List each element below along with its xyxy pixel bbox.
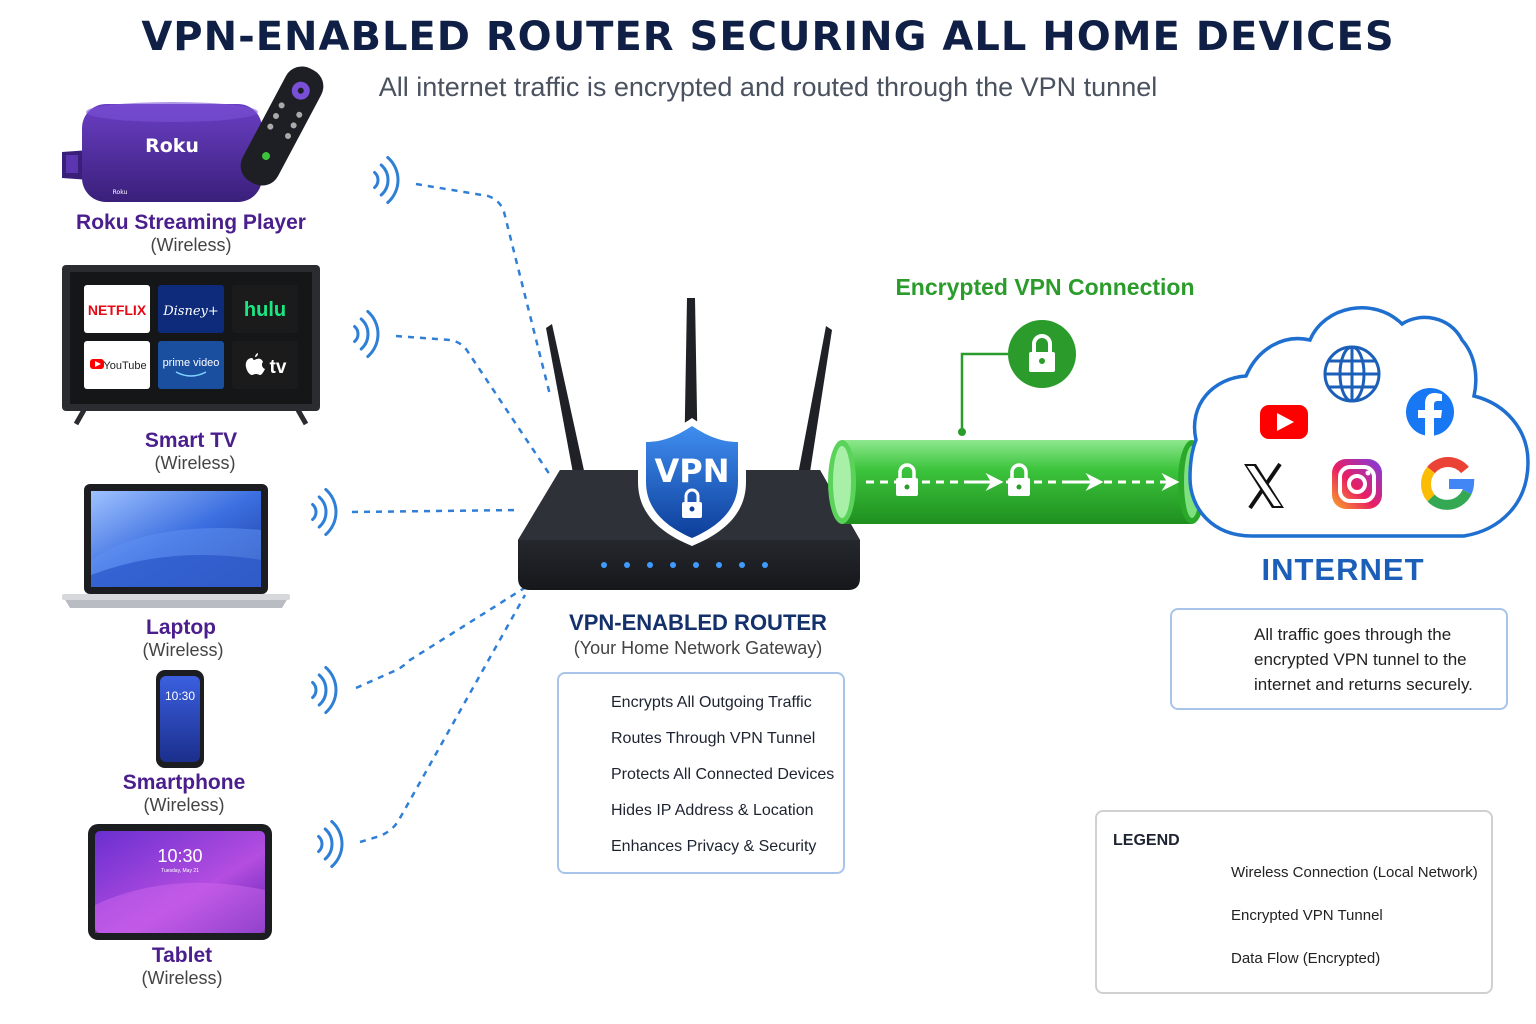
tunnel-lock-icon-1: [896, 463, 918, 496]
wireless-signal-icon: [311, 665, 338, 715]
router-led-icon: [739, 562, 745, 568]
svg-text:Disney+: Disney+: [162, 304, 219, 319]
roku-brand: Roku: [145, 135, 199, 157]
roku-brand-small: Roku: [113, 189, 128, 196]
feature-item: Routes Through VPN Tunnel: [611, 730, 816, 747]
legend-item-wireless: Wireless Connection (Local Network): [1231, 864, 1478, 881]
router-status-leds: [601, 562, 768, 568]
svg-text:NETFLIX: NETFLIX: [88, 302, 147, 318]
wireless-signal-icon: [317, 819, 344, 869]
vpn-shield-icon: VPN: [638, 418, 746, 546]
router-led-icon: [647, 562, 653, 568]
tablet-date: Tuesday, May 21: [161, 868, 199, 874]
apple-icon: [245, 353, 265, 375]
router-led-icon: [716, 562, 722, 568]
device-connection-smartphone: (Wireless): [143, 795, 225, 815]
vpn-shield-label: VPN: [655, 452, 730, 490]
google-icon: [1420, 456, 1475, 510]
youtube-icon: [1260, 405, 1308, 439]
tunnel-lock-icon-2: [1008, 463, 1030, 496]
tablet-clock: 10:30: [157, 846, 202, 866]
roku-remote: [240, 66, 324, 186]
router-features-box: Encrypts All Outgoing Traffic Routes Thr…: [557, 672, 845, 874]
wireless-signals: [311, 155, 400, 869]
link-phone: [355, 573, 546, 690]
phone-clock: 10:30: [165, 689, 195, 703]
legend-title: LEGEND: [1113, 832, 1180, 849]
router-led-icon: [670, 562, 676, 568]
tv-app-apple-tv: tv: [232, 341, 298, 389]
wireless-links: [351, 182, 552, 844]
feature-item: Encrypts All Outgoing Traffic: [611, 694, 812, 711]
svg-text:YouTube: YouTube: [103, 360, 146, 372]
feature-item: Protects All Connected Devices: [611, 766, 835, 783]
svg-text:tv: tv: [270, 357, 287, 378]
device-name-tablet: Tablet: [151, 944, 213, 967]
device-connection-tablet: (Wireless): [141, 968, 223, 988]
router-title: VPN-ENABLED ROUTER: [569, 610, 827, 635]
tunnel-lock-badge-icon: [1008, 320, 1076, 388]
tv-app-netflix: NETFLIX: [84, 285, 150, 333]
router-led-icon: [601, 562, 607, 568]
wireless-signal-icon: [311, 487, 338, 537]
device-name-roku: Roku Streaming Player: [76, 211, 306, 234]
tablet-device: 10:30 Tuesday, May 21: [88, 824, 272, 940]
smartphone-device: 10:30: [156, 670, 204, 768]
tv-app-disney: Disney+: [158, 285, 224, 333]
tv-app-prime-video: prime video: [158, 341, 224, 389]
legend-box: LEGEND Wireless Connection (Local Networ…: [1095, 810, 1493, 994]
wireless-signal-icon: [373, 155, 400, 205]
device-connection-laptop: (Wireless): [142, 640, 224, 660]
smart-tv-device: NETFLIX Disney+ hulu YouTube prime video…: [62, 265, 320, 426]
wireless-signal-icon: [353, 309, 380, 359]
vpn-router: VPN: [518, 298, 860, 590]
instagram-icon: [1332, 459, 1382, 509]
device-connection-roku: (Wireless): [150, 235, 232, 255]
router-led-icon: [762, 562, 768, 568]
page-title: VPN-ENABLED ROUTER SECURING ALL HOME DEV…: [141, 14, 1395, 60]
router-antenna-right: [794, 326, 832, 498]
feature-item: Hides IP Address & Location: [611, 802, 814, 819]
router-led-icon: [624, 562, 630, 568]
link-tablet: [359, 594, 527, 844]
legend-item-tunnel: Encrypted VPN Tunnel: [1231, 907, 1383, 924]
tv-app-hulu: hulu: [232, 285, 298, 333]
device-connection-tv: (Wireless): [154, 453, 236, 473]
internet-info-box: All traffic goes through the encrypted V…: [1170, 608, 1508, 710]
router-led-icon: [693, 562, 699, 568]
router-subtitle: (Your Home Network Gateway): [573, 638, 823, 658]
page-subtitle: All internet traffic is encrypted and ro…: [378, 72, 1158, 102]
internet-label: INTERNET: [1261, 552, 1425, 587]
tv-app-youtube: YouTube: [84, 341, 150, 389]
encrypted-vpn-tunnel: [828, 320, 1206, 524]
svg-text:hulu: hulu: [244, 299, 286, 321]
device-name-tv: Smart TV: [144, 429, 238, 452]
facebook-icon: [1406, 388, 1454, 436]
router-antenna-left: [546, 324, 590, 500]
internet-info-text: All traffic goes through the encrypted V…: [1254, 625, 1473, 694]
internet-cloud: [1188, 306, 1530, 538]
tunnel-label: Encrypted VPN Connection: [895, 274, 1195, 300]
globe-icon: [1323, 345, 1381, 403]
roku-device: Roku Roku: [62, 66, 324, 202]
link-laptop: [351, 508, 521, 514]
svg-text:prime video: prime video: [163, 357, 220, 369]
device-name-laptop: Laptop: [146, 616, 216, 639]
link-tv: [395, 334, 552, 476]
laptop-device: [62, 484, 290, 608]
link-roku: [415, 182, 552, 396]
feature-item: Enhances Privacy & Security: [611, 838, 817, 855]
x-icon: [1244, 462, 1284, 510]
device-name-smartphone: Smartphone: [122, 771, 246, 794]
legend-item-dataflow: Data Flow (Encrypted): [1231, 950, 1381, 967]
